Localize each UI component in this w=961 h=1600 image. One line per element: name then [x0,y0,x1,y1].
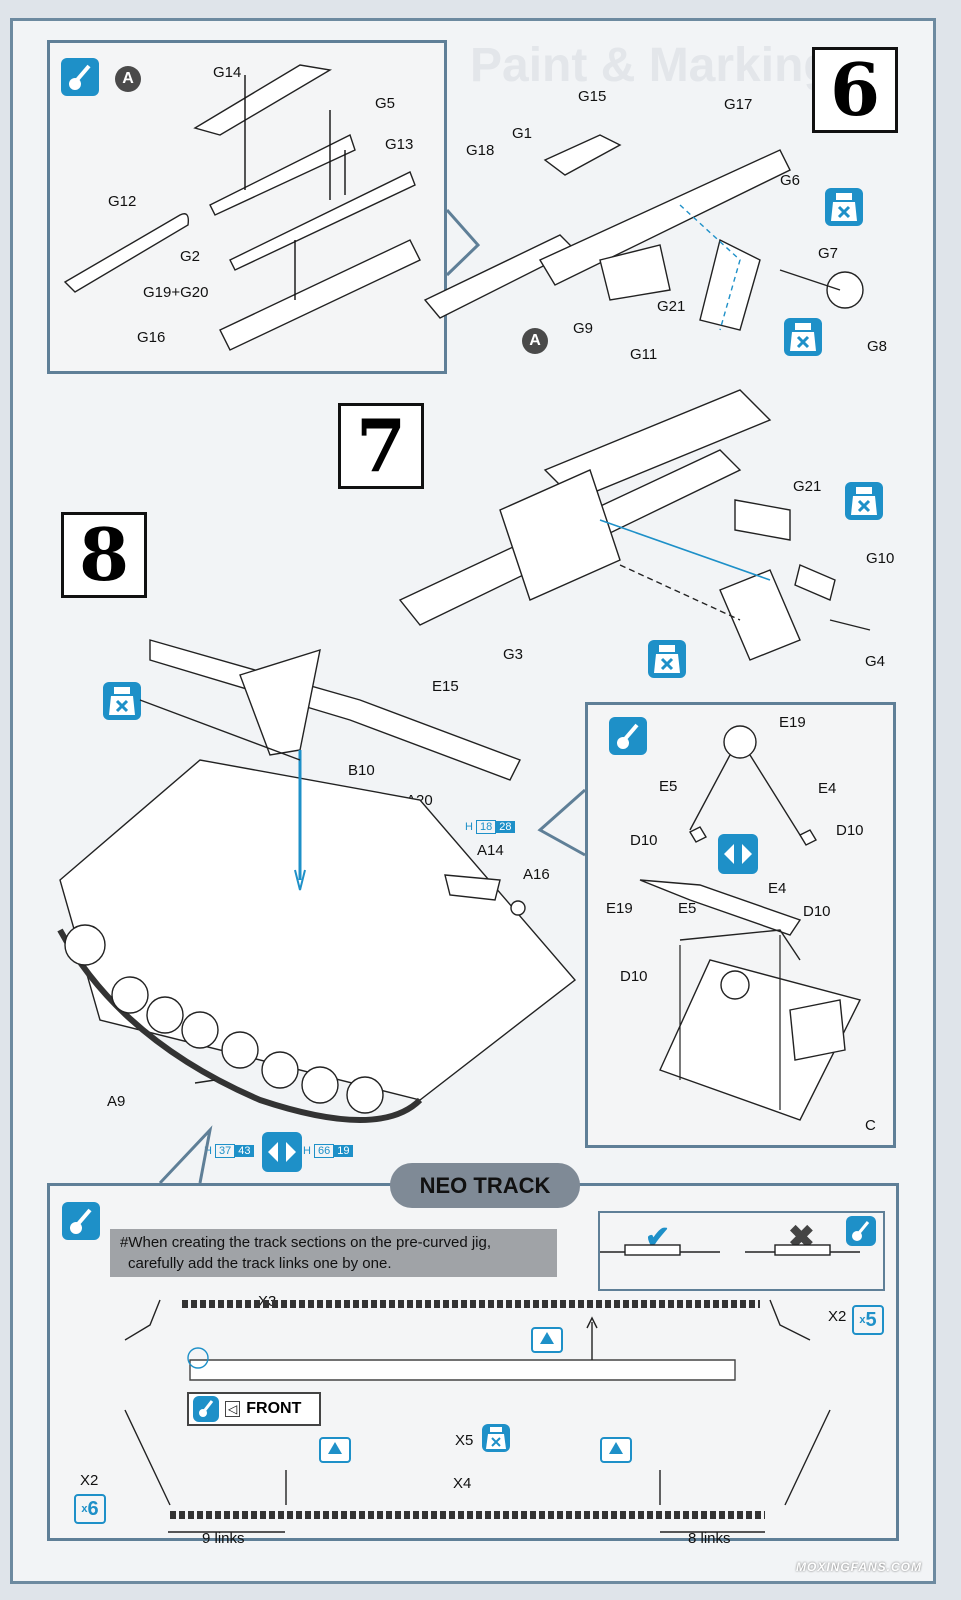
label-g2: G2 [180,248,201,265]
cement-icon [103,682,141,720]
label-x5: X5 [455,1432,474,1449]
label-g5: G5 [375,95,396,112]
label-9-links: 9 links [202,1530,245,1547]
label-a9: A9 [107,1093,126,1110]
label-g10: G10 [866,550,895,567]
label-a14: A14 [477,842,504,859]
front-indicator: ◁ FRONT [187,1392,321,1426]
label-g4: G4 [865,653,886,670]
label-g12: G12 [108,193,137,210]
track-note: #When creating the track sections on the… [110,1229,557,1277]
note-line-2: carefully add the track links one by one… [128,1255,392,1272]
ghost-header: Paint & Markings [470,39,860,92]
label-e5: E5 [659,778,678,795]
label-g18: G18 [466,142,495,159]
step6-a-marker: A [522,328,548,354]
label-e19: E19 [606,900,633,917]
label-8-links: 8 links [688,1530,731,1547]
label-d10: D10 [836,822,864,839]
label-e15: E15 [432,678,459,695]
both-sides-icon [262,1132,302,1172]
label-e19: E19 [779,714,806,731]
label-b10: B10 [348,762,375,779]
both-sides-icon [718,834,758,874]
label-g9: G9 [573,320,594,337]
label-g21-step7: G21 [793,478,822,495]
label-g6: G6 [780,172,801,189]
label-g1: G1 [512,125,533,142]
label-e5: E5 [678,900,697,917]
cement-icon [648,640,686,678]
label-d10: D10 [630,832,658,849]
label-g11: G11 [630,346,658,363]
label-e4: E4 [768,880,787,897]
label-g21: G21 [657,298,686,315]
note-line-1: #When creating the track sections on the… [120,1234,492,1251]
label-g3: G3 [503,646,524,663]
label-g15: G15 [578,88,607,105]
step-number-7: 7 [338,403,424,489]
front-label: FRONT [246,1400,302,1417]
cement-icon [784,318,822,356]
cement-icon [845,482,883,520]
label-g8: G8 [867,338,888,355]
paint-brush-icon [62,1202,100,1240]
cement-icon [482,1424,510,1452]
label-c: C [865,1117,876,1134]
label-d10: D10 [620,968,648,985]
cement-icon [825,188,863,226]
label-g19-g20: G19+G20 [143,284,209,301]
front-arrow-icon: ◁ [225,1401,241,1417]
label-x2-left: X2 [80,1472,99,1489]
label-g16: G16 [137,329,166,346]
paint-brush-icon [193,1396,219,1422]
watermark: MOXINGFANS.COM [796,1560,923,1574]
label-a16: A16 [523,866,550,883]
step-number-8: 8 [61,512,147,598]
label-g14: G14 [213,64,242,81]
step-number-6: 6 [812,47,898,133]
paint-brush-icon [609,717,647,755]
label-g13: G13 [385,136,414,153]
paint-brush-icon [61,58,99,96]
label-g7: G7 [818,245,839,262]
paint-brush-icon [846,1216,876,1246]
label-x4: X4 [453,1475,472,1492]
label-x2-right: X2 [828,1308,847,1325]
label-g17: G17 [724,96,753,113]
label-d10: D10 [803,903,831,920]
neo-track-title: NEO TRACK [390,1163,580,1208]
subassembly-a-marker: A [115,66,141,92]
label-e4: E4 [818,780,837,797]
